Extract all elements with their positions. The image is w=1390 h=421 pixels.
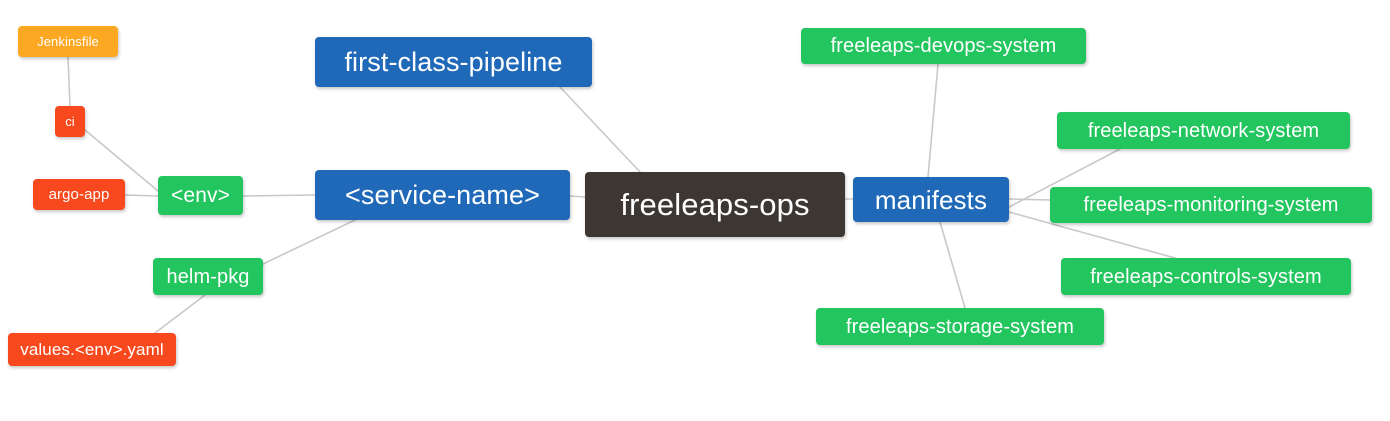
node-helm-pkg[interactable]: helm-pkg: [153, 258, 263, 295]
node-freeleaps-monitoring-system[interactable]: freeleaps-monitoring-system: [1050, 187, 1372, 223]
node-service-name[interactable]: <service-name>: [315, 170, 570, 220]
edge-jenkinsfile-to-ci: [67, 56, 71, 107]
node-ci[interactable]: ci: [55, 106, 85, 137]
node-values-env-yaml[interactable]: values.<env>.yaml: [8, 333, 176, 366]
node-freeleaps-controls-system[interactable]: freeleaps-controls-system: [1061, 258, 1351, 295]
node-argo-app[interactable]: argo-app: [33, 179, 125, 210]
edge-manifests-to-freeleaps-storage-system: [939, 221, 966, 309]
edge-env-to-service-name: [242, 194, 316, 197]
node-first-class-pipeline[interactable]: first-class-pipeline: [315, 37, 592, 87]
node-freeleaps-devops-system[interactable]: freeleaps-devops-system: [801, 28, 1086, 64]
edge-first-class-pipeline-to-freeleaps-ops: [559, 86, 641, 173]
node-manifests[interactable]: manifests: [853, 177, 1009, 222]
edge-manifests-to-freeleaps-monitoring-system: [1008, 198, 1051, 201]
edge-values-env-yaml-to-helm-pkg: [154, 294, 206, 334]
node-freeleaps-ops[interactable]: freeleaps-ops: [585, 172, 845, 237]
node-freeleaps-storage-system[interactable]: freeleaps-storage-system: [816, 308, 1104, 345]
node-env[interactable]: <env>: [158, 176, 243, 215]
node-jenkinsfile[interactable]: Jenkinsfile: [18, 26, 118, 57]
edge-helm-pkg-to-service-name: [262, 219, 356, 265]
edge-manifests-to-freeleaps-devops-system: [927, 63, 939, 178]
edge-service-name-to-freeleaps-ops: [569, 195, 586, 198]
node-freeleaps-network-system[interactable]: freeleaps-network-system: [1057, 112, 1350, 149]
edge-argo-app-to-env: [124, 194, 159, 197]
